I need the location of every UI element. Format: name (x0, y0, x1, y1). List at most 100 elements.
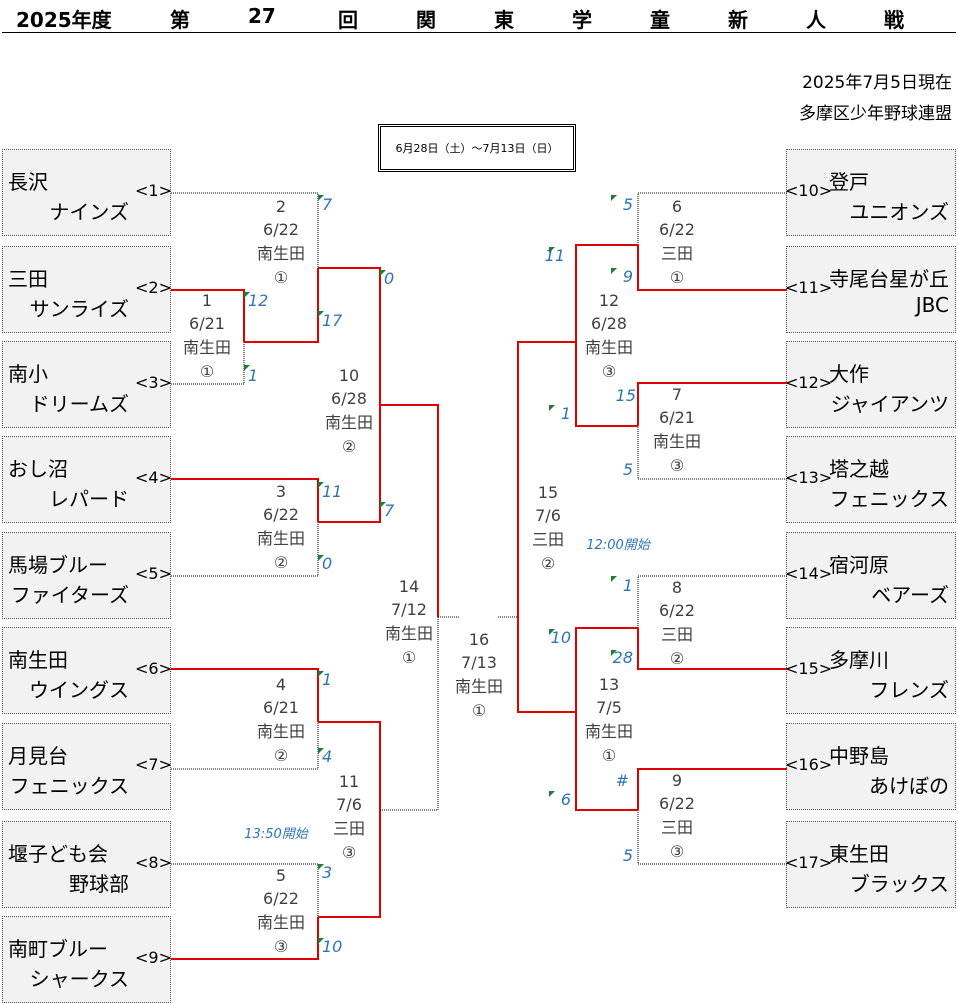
team-name-line1: 堰子ども会 (8, 842, 108, 866)
game-court: ① (670, 268, 684, 287)
start-time-note: 12:00開始 (586, 538, 650, 553)
bracket-line (318, 267, 381, 405)
game-field: 南生田 (257, 722, 305, 741)
team-box: 月見台 フェニックス <7> (2, 723, 172, 810)
team-name-line2: ウイングス (29, 678, 129, 702)
team-seed: <10> (785, 181, 833, 200)
game-field: 南生田 (325, 413, 373, 432)
game-number: 10 (339, 366, 359, 385)
title-char: 東 (494, 8, 514, 32)
game-court: ② (670, 649, 684, 668)
game-court: ② (342, 437, 356, 456)
team-name-line1: 中野島 (829, 744, 889, 768)
team-box: 三田 サンライズ <2> (2, 246, 172, 333)
start-time-note: 13:50開始 (244, 827, 308, 842)
game-number: 2 (276, 197, 286, 216)
game-date: 7/13 (461, 653, 497, 672)
game-date: 7/12 (391, 600, 427, 619)
team-seed: <11> (785, 278, 833, 297)
score-marker (611, 576, 617, 582)
game-score: 17 (322, 311, 343, 330)
bracket-line (171, 192, 319, 268)
team-seed: <8> (135, 853, 172, 872)
game-field: 南生田 (385, 624, 433, 643)
game-score: 0 (322, 554, 332, 573)
team-name-line2: JBC (915, 293, 949, 317)
status-date: 2025年7月5日現在 (802, 73, 952, 93)
bracket-line (637, 810, 787, 865)
game-number: 12 (599, 291, 619, 310)
game-number: 13 (599, 675, 619, 694)
game-score: 7 (384, 501, 395, 520)
game-date: 6/28 (331, 389, 367, 408)
team-name-line1: 東生田 (829, 842, 889, 866)
title-char: 新 (728, 8, 748, 32)
score-marker (549, 247, 555, 253)
game-field: 南生田 (257, 529, 305, 548)
game-number: 8 (672, 578, 682, 597)
game-date: 7/6 (535, 506, 561, 525)
team-box: 寺尾台星が丘 JBC <11> (785, 246, 956, 333)
bracket-line (637, 245, 787, 291)
game-field: 三田 (661, 625, 693, 644)
game-number: 4 (276, 675, 286, 694)
team-seed: <14> (785, 564, 833, 583)
team-name-line1: 長沢 (8, 170, 48, 194)
team-seed: <9> (135, 948, 172, 967)
bracket-line (637, 575, 787, 628)
game-score: 7 (322, 195, 333, 214)
team-seed: <12> (785, 373, 833, 392)
game-date: 6/21 (659, 408, 695, 427)
game-date: 6/22 (659, 220, 695, 239)
team-name-line1: 南生田 (8, 648, 68, 672)
bracket-line (575, 342, 638, 427)
bracket-line (171, 522, 319, 577)
game-score: 5 (623, 846, 633, 865)
game-field: 南生田 (653, 432, 701, 451)
game-field: 南生田 (183, 338, 231, 357)
team-name-line2: ユニオンズ (849, 200, 949, 224)
game-court: ① (274, 268, 288, 287)
game-score: 11 (545, 246, 565, 265)
game-date: 6/22 (659, 601, 695, 620)
game-number: 1 (202, 291, 212, 310)
bracket-line (380, 404, 439, 617)
team-seed: <15> (785, 659, 833, 678)
game-date: 6/21 (189, 314, 225, 333)
team-name-line2: サンライズ (29, 297, 129, 321)
score-marker (549, 405, 555, 411)
bracket-line (575, 244, 638, 342)
game-number: 16 (469, 630, 489, 649)
game-score: 6 (561, 790, 571, 809)
score-marker (318, 482, 324, 488)
score-marker (611, 650, 617, 656)
team-name-line2: ベアーズ (871, 583, 949, 607)
team-seed: <1> (135, 181, 172, 200)
team-seed: <16> (785, 755, 833, 774)
team-name-line1: 大作 (829, 362, 869, 386)
bracket-line (244, 268, 319, 343)
bracket-line (318, 721, 381, 918)
team-name-line1: 月見台 (8, 744, 68, 768)
score-marker (380, 270, 386, 276)
game-court: ③ (670, 842, 684, 861)
period-box: 6月28日（土）～7月13日（日） (378, 124, 576, 172)
game-number: 11 (339, 772, 359, 791)
title-char: 27 (248, 4, 276, 28)
game-number: 3 (276, 482, 286, 501)
team-box: 多摩川 フレンズ <15> (785, 627, 956, 714)
game-court: ① (200, 362, 214, 381)
bracket-line (637, 192, 787, 245)
game-number: 15 (538, 483, 558, 502)
game-date: 6/21 (263, 698, 299, 717)
score-marker (318, 748, 324, 754)
team-box: 南町ブルー シャークス <9> (2, 916, 172, 1003)
game-number: 14 (399, 577, 419, 596)
team-box: 南小 ドリームズ <3> (2, 341, 172, 428)
bracket-line (637, 768, 787, 810)
score-marker (318, 938, 324, 944)
game-field: 三田 (661, 244, 693, 263)
title-char: 第 (170, 8, 190, 32)
team-box: 長沢 ナインズ <1> (2, 149, 172, 236)
